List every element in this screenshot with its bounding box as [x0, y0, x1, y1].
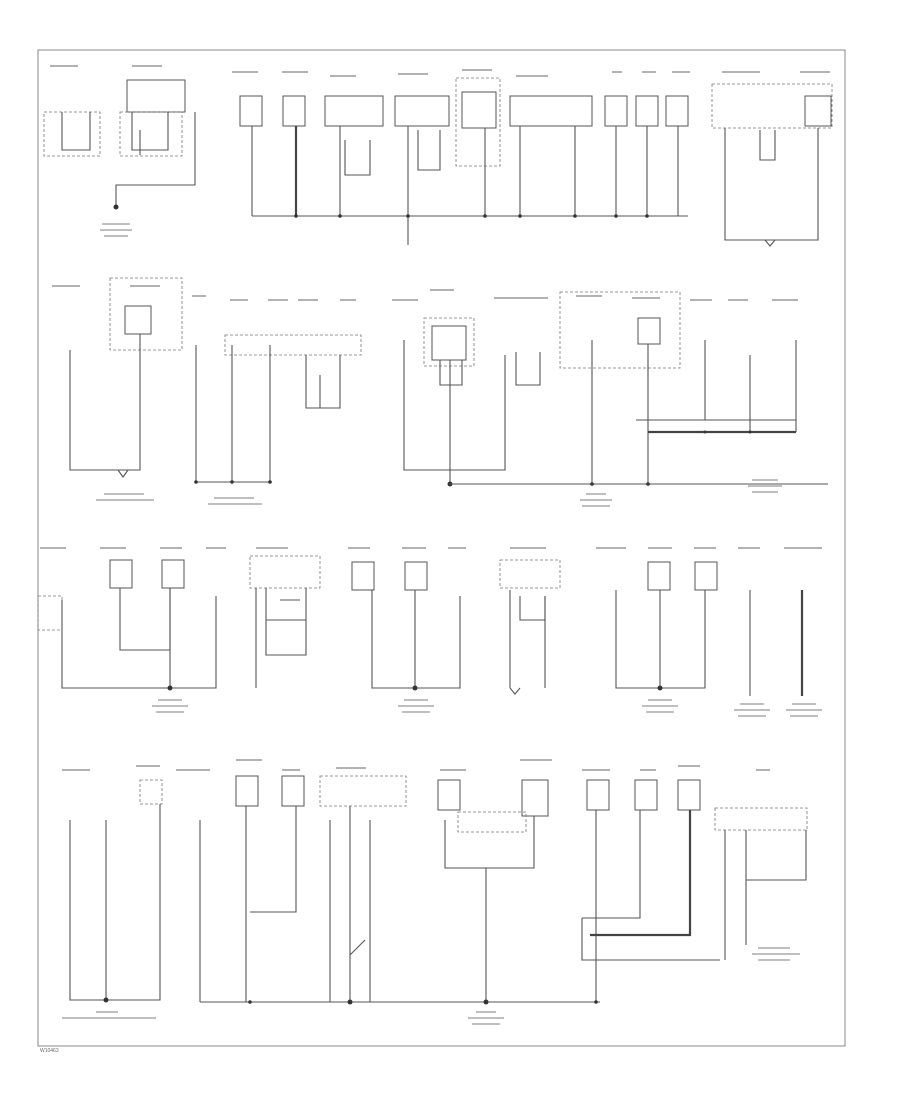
ground-labels [62, 223, 822, 1025]
diagram-id-code: W10463 [40, 1048, 59, 1054]
row-3-circuits [37, 555, 804, 696]
row-4-circuits [69, 775, 808, 1005]
label-marks [40, 65, 830, 771]
diagram-frame [37, 49, 846, 1047]
row-1-circuits [43, 77, 833, 247]
row-2-circuits [69, 277, 828, 487]
